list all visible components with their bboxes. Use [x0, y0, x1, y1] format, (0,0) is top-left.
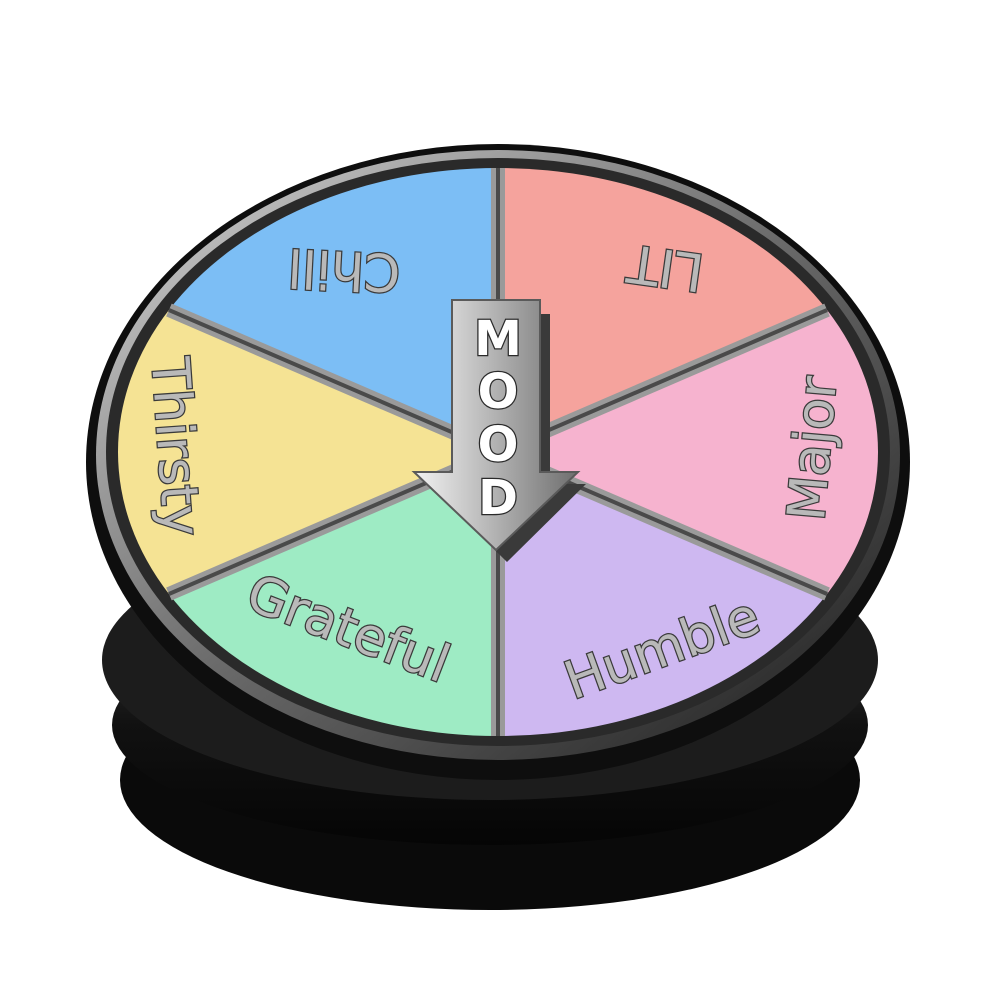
mood-letter-o-2: O — [478, 417, 519, 473]
segment-label-lit: LIT — [624, 232, 708, 302]
arrow-body — [411, 299, 581, 552]
mood-letter-o-1: O — [478, 364, 519, 420]
divider-groove — [168, 308, 499, 454]
divider-groove — [497, 308, 828, 454]
mood-pointer-arrow[interactable]: M O O D — [411, 299, 586, 562]
mood-letter-d: D — [478, 470, 518, 526]
segment-humble — [498, 452, 828, 736]
segment-grateful — [168, 452, 498, 736]
segment-thirsty — [118, 310, 498, 594]
mood-segments — [118, 168, 878, 736]
segment-chill — [168, 168, 498, 452]
segment-label-major: Major — [777, 373, 849, 523]
segment-lit — [498, 168, 828, 452]
segment-major — [498, 310, 878, 594]
mood-letter-m: M — [474, 311, 522, 367]
segment-label-chill: Chill — [286, 236, 402, 302]
segment-label-thirsty: Thirsty — [139, 355, 211, 539]
